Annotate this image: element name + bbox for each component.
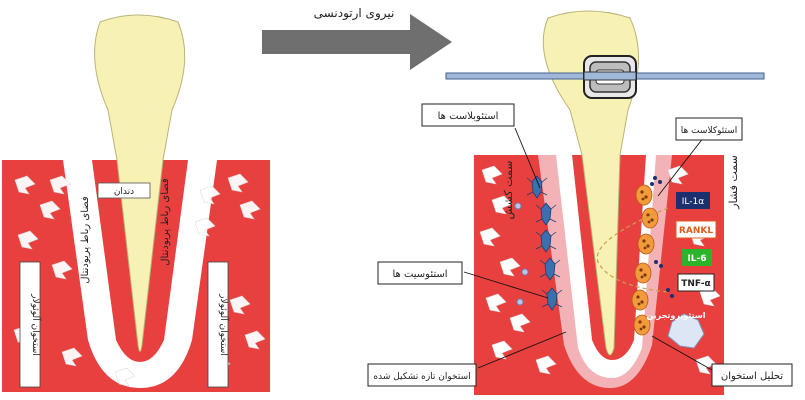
marker-il6: IL-6 [682,249,712,266]
orthodontic-force-arrow [262,14,452,70]
svg-text:RANKL: RANKL [679,226,713,236]
left-ligament-label-right: فضای رباط پریودنتال [160,178,171,266]
osteoblasts-label: استئوبلاست ها [438,111,499,122]
bone-resorption-label: تحلیل استخوان [721,371,783,382]
osteocytes-label: استئوسیت ها [392,269,447,280]
tension-side-label: سمت کشش [502,161,515,220]
signal-dots [650,176,674,298]
marker-tnfa: TNF-α [677,273,715,292]
osteoprotegerin-label: استئوپروتجرین [646,311,705,320]
signal-arc [596,207,669,293]
osteoblast-cells [514,175,563,311]
osteoprotegerin-cell [667,313,705,349]
tooth-label: دندان [114,187,134,197]
alveolar-bone-label-left: استخوان آلوئولار [30,293,42,356]
osteoclasts-label: استئوکلاست ها [681,126,738,136]
new-bone-label: استخوان تازه تشکیل شده [373,372,470,382]
svg-text:IL-1α: IL-1α [682,197,704,207]
svg-text:TNF-α: TNF-α [681,279,710,289]
svg-text:IL-6: IL-6 [687,254,706,264]
callout-lines [463,127,713,371]
marker-il1a: IL-1α [676,192,710,209]
left-ligament-label-left: فضای رباط پریودنتال [80,196,91,284]
marker-rankl: RANKL [675,220,717,239]
alveolar-bone-label-right: استخوان آلوئولار [218,293,230,356]
bracket-icon [583,55,637,99]
pressure-side-label: سمت فشار [727,155,740,210]
orthodontic-force-label: نیروی ارتودنسی [314,6,395,21]
